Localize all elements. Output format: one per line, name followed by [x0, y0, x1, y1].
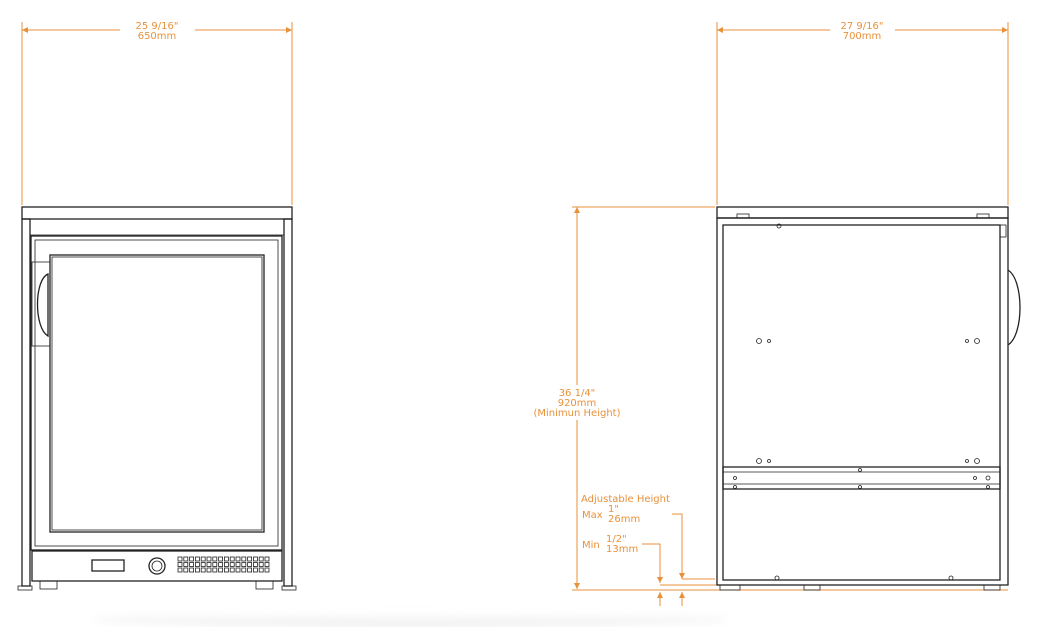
vent-slot [218, 556, 224, 562]
vent-slot [194, 556, 200, 562]
vent-slot [183, 567, 189, 573]
adjustable-max-mm: 26mm [608, 514, 640, 525]
vent-slot [200, 562, 206, 567]
vent-slot [223, 567, 229, 573]
vent-slot [218, 562, 224, 567]
vent-slot [189, 556, 195, 562]
vent-slot [189, 567, 195, 573]
adjustable-height-title: Adjustable Height [581, 494, 670, 505]
adjustable-min-label: Min [582, 540, 600, 551]
vent-slot [200, 567, 206, 573]
vent-slot [264, 556, 270, 562]
side-depth-mm: 700mm [843, 31, 882, 42]
vent-slot [241, 567, 247, 573]
vent-slot [177, 567, 183, 573]
vent-slot [177, 562, 183, 567]
vent-slot [252, 556, 258, 562]
vent-slot [194, 562, 200, 567]
vent-slot [258, 562, 264, 567]
vent-slot [200, 556, 206, 562]
vent-slot [235, 562, 241, 567]
side-handle [1007, 269, 1021, 346]
vent-slot [241, 562, 247, 567]
vent-slot [264, 562, 270, 567]
vent-slot [223, 562, 229, 567]
adjustable-max-label: Max [582, 510, 603, 521]
vent-slot [235, 567, 241, 573]
vent-slot [264, 567, 270, 573]
vent-slot [252, 562, 258, 567]
vent-slot [189, 562, 195, 567]
vent-slot [235, 556, 241, 562]
mounting-holes [733, 223, 991, 581]
vent-slot [252, 567, 258, 573]
display-panel [91, 559, 125, 572]
vent-slot [229, 562, 235, 567]
vent-slot [194, 567, 200, 573]
vent-slot [247, 562, 253, 567]
vent-slot [212, 556, 218, 562]
vent-slot [218, 567, 224, 573]
front-width-in: 25 9/16" [136, 21, 179, 32]
vent-slot [229, 567, 235, 573]
vent-slot [223, 556, 229, 562]
floor-shadow [90, 612, 730, 627]
vent-slot [206, 556, 212, 562]
adjustable-min-mm: 13mm [606, 544, 638, 555]
vent-slot [206, 567, 212, 573]
vent-slot [183, 556, 189, 562]
vent-grille [177, 556, 270, 573]
control-knob [148, 557, 166, 575]
side-height-note: (Minimun Height) [534, 408, 621, 419]
vent-slot [212, 567, 218, 573]
vent-slot [229, 556, 235, 562]
door-handle [31, 261, 51, 347]
vent-slot [212, 562, 218, 567]
front-view: 25 9/16" 650mm [17, 21, 297, 591]
vent-slot [177, 556, 183, 562]
adjustable-min-in: 1/2" [606, 534, 627, 545]
adjustable-max-in: 1" [608, 504, 619, 515]
vent-slot [183, 562, 189, 567]
side-height-mm: 920mm [558, 398, 597, 409]
vent-slot [247, 556, 253, 562]
vent-slot [258, 567, 264, 573]
side-view: 27 9/16" 700mm 36 1/4" 920mm (Minimun He… [534, 21, 1021, 606]
front-width-mm: 650mm [138, 31, 177, 42]
vent-slot [241, 556, 247, 562]
side-depth-in: 27 9/16" [841, 21, 884, 32]
vent-slot [206, 562, 212, 567]
side-height-in: 36 1/4" [559, 388, 596, 399]
vent-slot [258, 556, 264, 562]
vent-slot [247, 567, 253, 573]
